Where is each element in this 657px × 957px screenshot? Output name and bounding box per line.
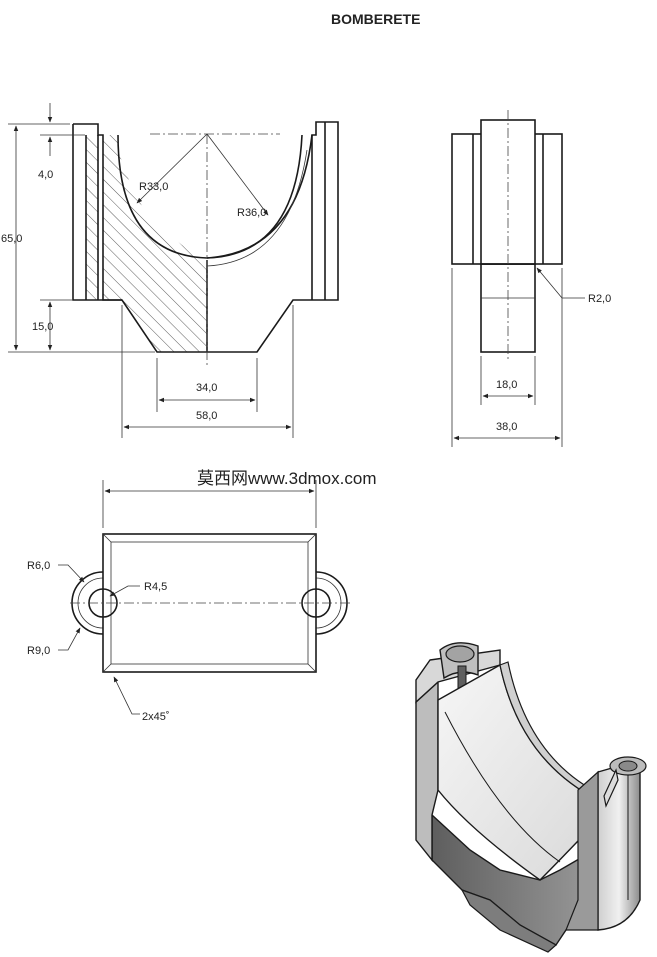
front-view: R33,0 R36,0 65,0 4,0 15,0 34,0 58,0: [1, 103, 339, 438]
dim-width: 38,0: [496, 421, 517, 433]
dim-height: 65,0: [1, 233, 22, 245]
liner-arc: [206, 134, 313, 259]
dim-hole: R4,5: [144, 581, 167, 593]
isometric-view: [415, 642, 647, 953]
side-view: R2,0 18,0 38,0: [451, 110, 611, 447]
dim-overall-width: 58,0: [196, 410, 217, 422]
watermark: 莫西网www.3dmox.com: [197, 469, 376, 488]
dim-outer-lobe: R6,0: [27, 560, 50, 572]
dim-fillet: R2,0: [588, 293, 611, 305]
dim-inner-radius: R33,0: [139, 181, 168, 193]
dim-thickness: 18,0: [496, 379, 517, 391]
front-outline: [73, 121, 339, 353]
dim-chamfer: 2x45˚: [142, 711, 170, 723]
dim-top-flange: 4,0: [38, 169, 53, 181]
dim-outer-radius: R36,0: [237, 207, 266, 219]
top-view: R6,0 R4,5 R9,0 2x45˚: [27, 480, 350, 723]
dim-bottom-width: 34,0: [196, 382, 217, 394]
right-post: [597, 759, 641, 931]
dim-boss: R9,0: [27, 645, 50, 657]
drawing-title: BOMBERETE: [331, 11, 420, 27]
section-hatching: [73, 135, 207, 352]
dim-base: 15,0: [32, 321, 53, 333]
